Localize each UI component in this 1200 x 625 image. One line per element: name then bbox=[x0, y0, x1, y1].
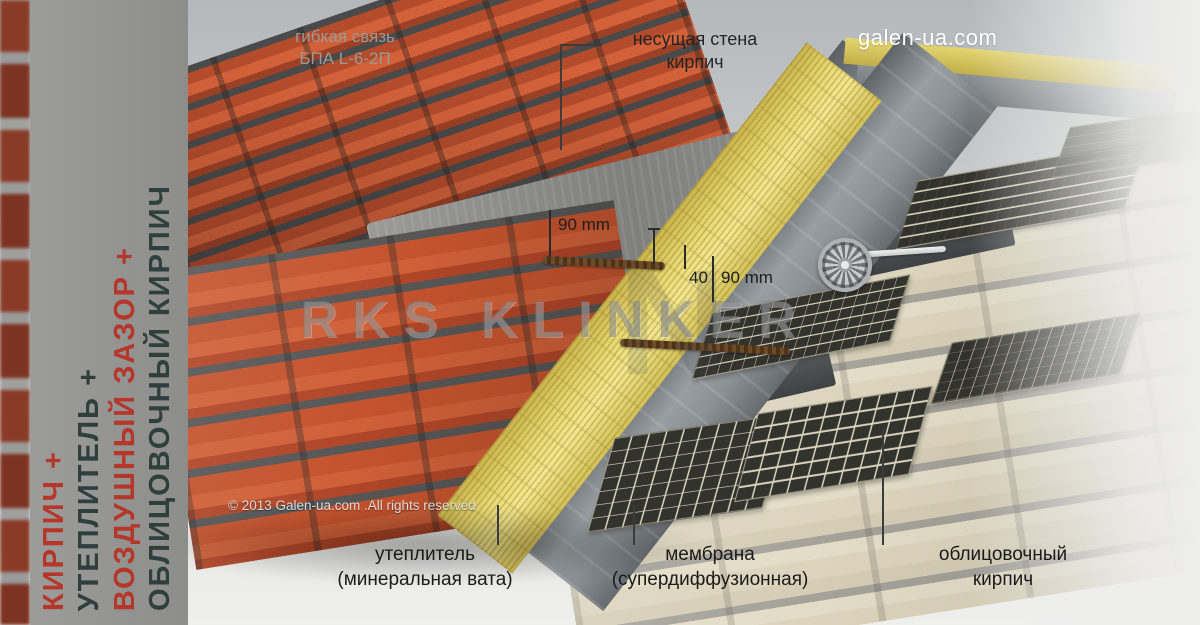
left-photo-edge bbox=[0, 0, 30, 625]
label-membrane-line2: (супердиффузионная) bbox=[611, 568, 809, 590]
label-insulation: утеплитель (минеральная вата) bbox=[300, 543, 550, 592]
sidebar-line-4: ОБЛИЦОВОЧНЫЙ КИРПИЧ bbox=[144, 184, 177, 611]
title-sidebar: КИРПИЧ + УТЕПЛИТЕЛЬ + ВОЗДУШНЫЙ ЗАЗОР + … bbox=[30, 0, 188, 625]
label-insulation-line1: утеплитель bbox=[375, 544, 475, 565]
right-fade-overlay bbox=[970, 0, 1200, 625]
dim-40-label: 40 bbox=[689, 268, 708, 287]
sidebar-line-1: КИРПИЧ + bbox=[38, 450, 70, 611]
dim-90-label: 90 mm bbox=[558, 215, 610, 234]
label-flex-tie: гибкая связь БПА L-6-2П bbox=[250, 26, 440, 70]
leader-bearing-wall-v bbox=[560, 44, 562, 150]
label-bearing-wall-line1: несущая стена bbox=[632, 29, 758, 49]
render-scene: RKS KLINKER N 90 mm 40 90 mm гибкая связ… bbox=[188, 0, 1200, 625]
copyright-notice: © 2013 Galen-ua.com .All rights reserved bbox=[228, 498, 476, 513]
dim-90b-label: 90 mm bbox=[721, 268, 773, 287]
label-membrane-line1: мембрана bbox=[665, 544, 755, 565]
label-flex-tie-line1: гибкая связь bbox=[295, 27, 395, 46]
anchor-t-mark bbox=[648, 228, 660, 264]
label-bearing-wall: несущая стена кирпич bbox=[590, 28, 800, 75]
leader-insulation bbox=[497, 505, 499, 545]
label-bearing-wall-line2: кирпич bbox=[666, 52, 724, 73]
leader-facing-brick bbox=[882, 428, 884, 545]
watermark: RKS KLINKER bbox=[300, 291, 810, 349]
label-facing-brick-line1: облицовочный bbox=[938, 544, 1068, 565]
leader-membrane bbox=[633, 505, 635, 545]
site-url: galen-ua.com bbox=[858, 25, 998, 50]
watermark-letter: N bbox=[618, 238, 727, 406]
anchor-disc-icon bbox=[818, 238, 872, 292]
label-flex-tie-line2: БПА L-6-2П bbox=[299, 49, 391, 69]
sidebar-line-3: ВОЗДУШНЫЙ ЗАЗОР + bbox=[108, 245, 141, 611]
label-facing-brick: облицовочный кирпич bbox=[888, 543, 1118, 592]
dim-90-tick bbox=[549, 210, 551, 256]
label-facing-brick-line2: кирпич bbox=[972, 568, 1034, 590]
label-insulation-line2: (минеральная вата) bbox=[337, 568, 513, 590]
leader-bearing-wall-h bbox=[560, 44, 602, 46]
sidebar-line-2: УТЕПЛИТЕЛЬ + bbox=[73, 366, 106, 611]
dim-40-tick bbox=[684, 245, 686, 269]
dim-divider bbox=[712, 256, 714, 302]
label-membrane: мембрана (супердиффузионная) bbox=[580, 543, 840, 592]
